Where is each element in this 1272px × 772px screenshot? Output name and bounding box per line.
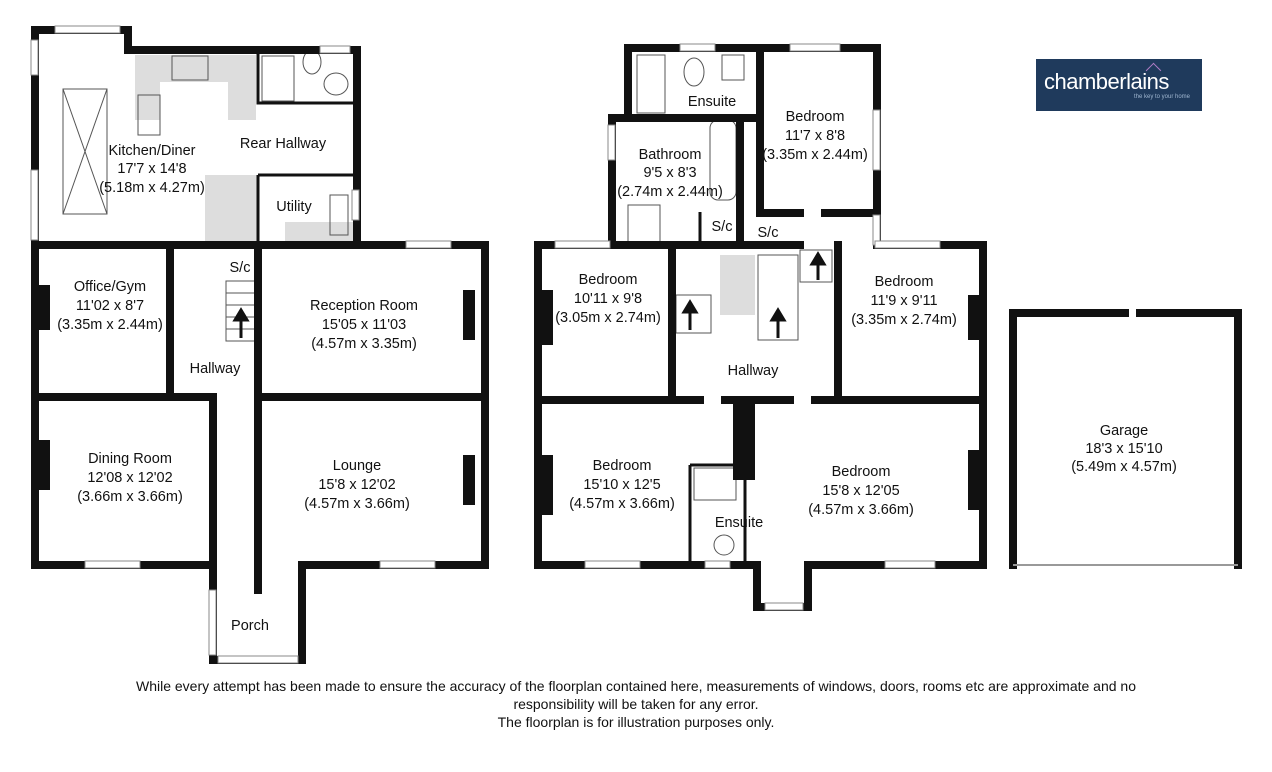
svg-text:Bedroom: Bedroom [875,274,934,290]
stairs-ground [225,280,257,342]
svg-text:(4.57m x 3.66m): (4.57m x 3.66m) [304,496,410,512]
svg-text:11'7 x 8'8: 11'7 x 8'8 [785,128,845,144]
logo-name: chamberlains [1044,69,1169,94]
svg-text:Bedroom: Bedroom [579,272,638,288]
svg-text:11'9 x 9'11: 11'9 x 9'11 [870,293,937,309]
svg-text:(5.49m x 4.57m): (5.49m x 4.57m) [1071,459,1177,475]
hob-icon [171,55,209,81]
svg-text:(3.35m x 2.44m): (3.35m x 2.44m) [57,317,163,333]
room-ensuite: Ensuite [688,94,736,110]
svg-text:Bedroom: Bedroom [593,458,652,474]
disclaimer: While every attempt has been made to ens… [0,677,1272,731]
svg-text:Reception Room: Reception Room [310,298,418,314]
utility-sink-icon [329,194,349,236]
shower-icon [693,467,737,501]
ground-floor-fixtures [62,49,355,342]
room-utility: Utility [276,199,312,215]
stairs-first [675,249,833,341]
disclaimer-line-2: responsibility will be taken for any err… [513,696,759,712]
svg-text:(3.35m x 2.74m): (3.35m x 2.74m) [851,312,957,328]
room-bedroom-rear: Bedroom 11'7 x 8'8 (3.35m x 2.44m) [762,109,868,163]
room-sc: S/c [230,260,251,276]
shower-icon [261,55,295,102]
garage-walls [1009,309,1242,569]
svg-text:(2.74m x 2.44m): (2.74m x 2.44m) [617,184,723,200]
svg-text:12'08 x 12'02: 12'08 x 12'02 [87,470,172,486]
basin-icon [323,72,349,96]
toilet-icon [683,57,705,87]
shower-icon [636,54,666,114]
room-kitchen-diner: Kitchen/Diner 17'7 x 14'8 (5.18m x 4.27m… [99,143,205,196]
svg-text:11'02 x 8'7: 11'02 x 8'7 [76,298,144,314]
room-reception: Reception Room 15'05 x 11'03 (4.57m x 3.… [310,298,418,352]
svg-text:10'11 x 9'8: 10'11 x 9'8 [574,291,642,307]
room-lounge: Lounge 15'8 x 12'02 (4.57m x 3.66m) [304,458,410,512]
room-dining: Dining Room 12'08 x 12'02 (3.66m x 3.66m… [77,451,183,505]
svg-text:Dining Room: Dining Room [88,451,172,467]
first-floor-walls [534,43,987,611]
ground-floor-walls [30,25,489,664]
svg-text:15'05 x 11'03: 15'05 x 11'03 [322,317,406,333]
svg-text:Lounge: Lounge [333,458,381,474]
svg-text:(4.57m x 3.66m): (4.57m x 3.66m) [808,502,914,518]
svg-text:Bedroom: Bedroom [786,109,845,125]
svg-text:15'8 x 12'05: 15'8 x 12'05 [822,483,899,499]
logo-tagline: the key to your home [1133,94,1190,100]
room-garage: Garage 18'3 x 15'10 (5.49m x 4.57m) [1071,423,1177,475]
svg-text:(4.57m x 3.35m): (4.57m x 3.35m) [311,336,417,352]
svg-text:Kitchen/Diner: Kitchen/Diner [108,143,195,159]
room-sc-1: S/c [712,219,733,235]
room-hallway: Hallway [190,361,242,377]
room-ensuite-2: Ensuite [715,515,763,531]
room-bathroom: Bathroom 9'5 x 8'3 (2.74m x 2.44m) [617,147,723,200]
room-bedroom-lower-left: Bedroom 15'10 x 12'5 (4.57m x 3.66m) [569,458,675,512]
room-porch: Porch [231,618,269,634]
svg-text:15'10 x 12'5: 15'10 x 12'5 [583,477,660,493]
sink-icon [137,94,161,136]
room-rear-hallway: Rear Hallway [240,136,327,152]
room-bedroom-lower-right: Bedroom 15'8 x 12'05 (4.57m x 3.66m) [808,464,914,518]
room-bedroom-right: Bedroom 11'9 x 9'11 (3.35m x 2.74m) [851,274,957,328]
disclaimer-line-1: While every attempt has been made to ens… [136,678,1136,694]
svg-text:9'5 x 8'3: 9'5 x 8'3 [643,165,696,181]
svg-text:Bathroom: Bathroom [639,147,702,163]
svg-text:Garage: Garage [1100,423,1148,439]
disclaimer-line-3: The floorplan is for illustration purpos… [497,714,775,730]
svg-text:18'3 x 15'10: 18'3 x 15'10 [1085,441,1162,457]
svg-text:(4.57m x 3.66m): (4.57m x 3.66m) [569,496,675,512]
svg-text:17'7 x 14'8: 17'7 x 14'8 [117,161,186,177]
room-bedroom-front-left: Bedroom 10'11 x 9'8 (3.05m x 2.74m) [555,272,661,326]
basin-icon [721,54,745,81]
svg-text:Office/Gym: Office/Gym [74,279,146,295]
svg-text:(3.05m x 2.74m): (3.05m x 2.74m) [555,310,661,326]
svg-text:(3.35m x 2.44m): (3.35m x 2.44m) [762,147,868,163]
shower-icon [627,204,661,244]
toilet-icon [713,534,735,556]
room-sc-2: S/c [758,225,779,241]
room-office-gym: Office/Gym 11'02 x 8'7 (3.35m x 2.44m) [57,279,163,333]
svg-text:(3.66m x 3.66m): (3.66m x 3.66m) [77,489,183,505]
chamberlains-logo: chamberlains the key to your home [1036,59,1202,111]
kitchen-island [62,88,108,215]
room-hallway-first: Hallway [728,363,780,379]
svg-text:15'8 x 12'02: 15'8 x 12'02 [318,477,395,493]
svg-text:Bedroom: Bedroom [832,464,891,480]
svg-text:(5.18m x 4.27m): (5.18m x 4.27m) [99,180,205,196]
